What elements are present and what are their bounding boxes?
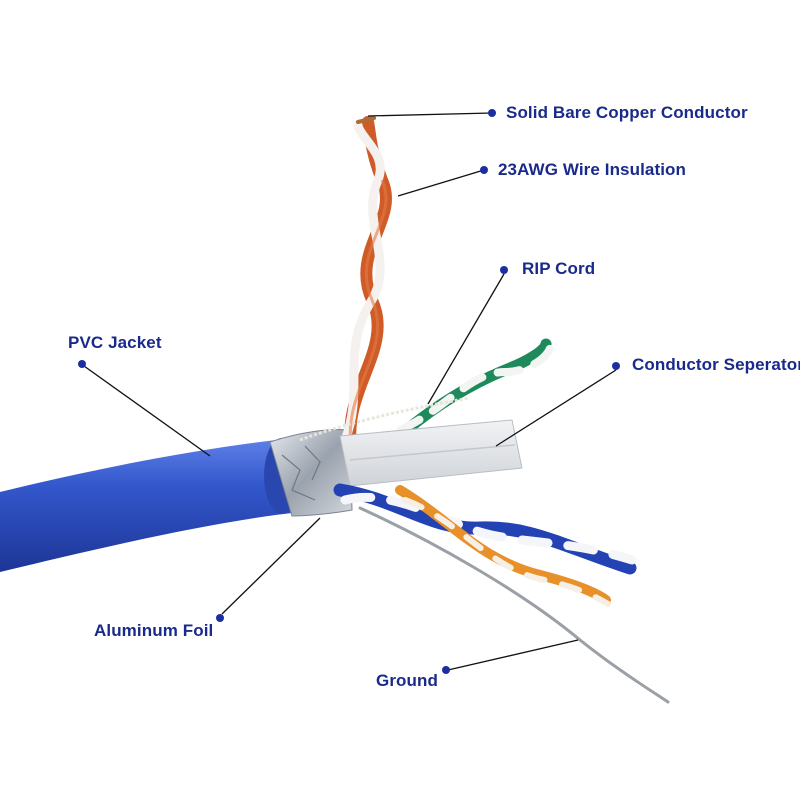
label-ground: Ground bbox=[376, 671, 438, 690]
dot-pvc bbox=[78, 360, 86, 368]
dot-foil bbox=[216, 614, 224, 622]
leader-copper bbox=[367, 112, 493, 117]
leader-lines bbox=[83, 112, 617, 671]
leader-rip-cord bbox=[427, 273, 505, 405]
label-rip-cord: RIP Cord bbox=[522, 259, 596, 278]
orange-wire-highlight bbox=[348, 179, 388, 453]
leader-foil bbox=[221, 517, 321, 615]
pvc-jacket-shape bbox=[0, 440, 300, 572]
label-conductor-separator: Conductor Seperator bbox=[632, 355, 800, 374]
white-green-wire bbox=[396, 344, 554, 434]
foil-crinkle bbox=[281, 445, 321, 501]
label-pvc-jacket: PVC Jacket bbox=[68, 333, 162, 352]
dot-insulation bbox=[480, 166, 488, 174]
ground-wire bbox=[358, 506, 670, 704]
dot-separator bbox=[612, 362, 620, 370]
dot-copper bbox=[488, 109, 496, 117]
leader-insulation bbox=[397, 169, 485, 197]
dot-rip-cord bbox=[500, 266, 508, 274]
white-orange-lower-wire bbox=[402, 497, 611, 607]
leader-ground bbox=[447, 639, 579, 671]
white-orange-wire bbox=[340, 121, 385, 445]
dot-ground bbox=[442, 666, 450, 674]
leader-separator bbox=[495, 369, 617, 447]
separator-fold bbox=[349, 444, 516, 461]
rip-cord-shape bbox=[299, 396, 471, 442]
white-blue-wire bbox=[340, 492, 637, 565]
leader-pvc bbox=[83, 365, 211, 457]
label-copper-conductor: Solid Bare Copper Conductor bbox=[506, 103, 748, 122]
copper-conductor-tip bbox=[356, 116, 376, 124]
orange-lower-wire bbox=[395, 485, 611, 605]
label-aluminum-foil: Aluminum Foil bbox=[94, 621, 214, 640]
label-wire-insulation: 23AWG Wire Insulation bbox=[498, 160, 687, 179]
